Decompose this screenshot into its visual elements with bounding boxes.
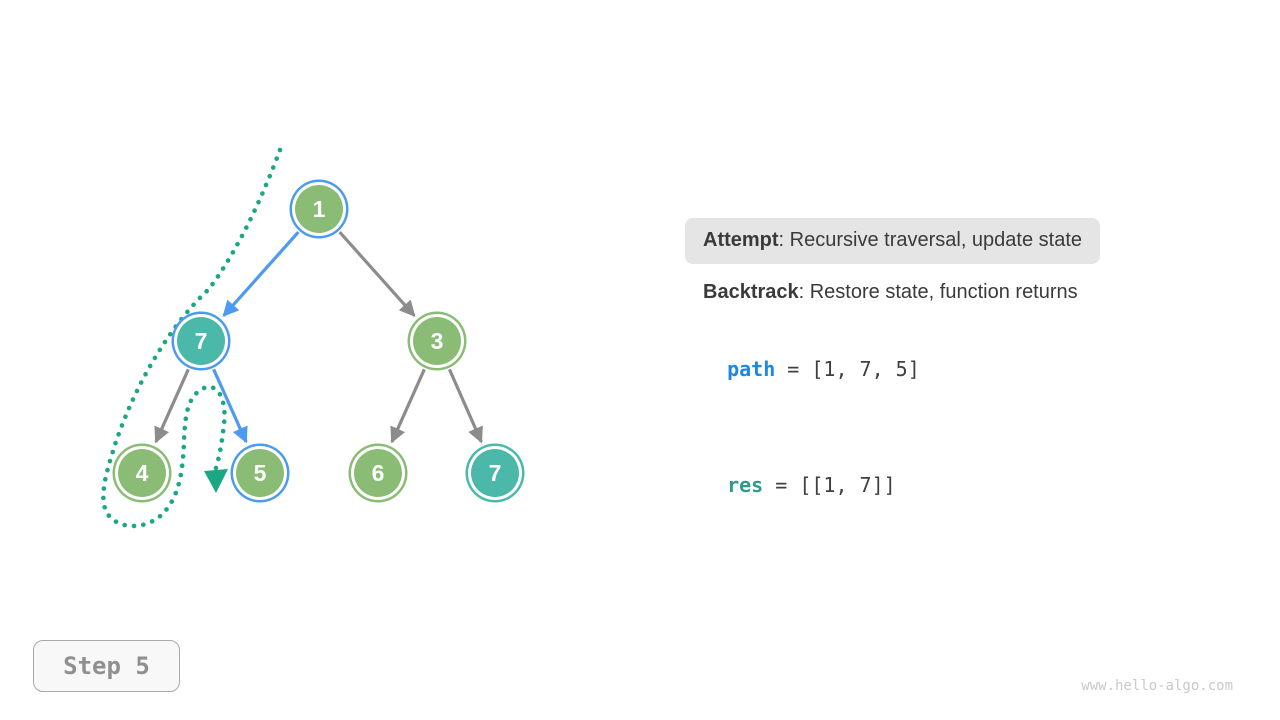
res-variable-name: res	[727, 473, 764, 497]
path-variable-value: = [1, 7, 5]	[775, 357, 920, 381]
tree-edge-n1-n3	[338, 231, 416, 317]
path-variable-name: path	[727, 357, 776, 381]
path-variable-line: path = [1, 7, 5]	[703, 333, 920, 381]
tree-node-n7l: 7	[177, 317, 225, 365]
backtrack-label: Backtrack	[703, 281, 799, 303]
backtrack-trail-arrowhead	[204, 469, 228, 493]
tree-edge-n1-n7l	[222, 231, 300, 317]
backtrack-text: : Restore state, function returns	[798, 281, 1078, 303]
watermark-url: www.hello-algo.com	[1081, 678, 1233, 694]
tree-node-n1: 1	[295, 185, 343, 233]
backtrack-note: Backtrack: Restore state, function retur…	[703, 281, 1078, 304]
tree-node-n4: 4	[118, 449, 166, 497]
res-variable-line: res = [[1, 7]]	[703, 449, 896, 497]
tree-edge-n3-n7r	[448, 368, 483, 444]
attempt-label: Attempt	[703, 229, 779, 251]
backtrack-trail-dotted-path	[101, 147, 283, 529]
tree-edge-n7l-n4	[154, 368, 190, 444]
tree-node-n3: 3	[413, 317, 461, 365]
step-indicator-label: Step 5	[63, 652, 150, 680]
tree-edge-n7l-n5	[212, 368, 248, 444]
attempt-text: : Recursive traversal, update state	[778, 229, 1083, 251]
tree-node-n6: 6	[354, 449, 402, 497]
tree-node-n5: 5	[236, 449, 284, 497]
tree-node-n7r: 7	[471, 449, 519, 497]
res-variable-value: = [[1, 7]]	[763, 473, 896, 497]
tree-edge-n3-n6	[390, 368, 426, 444]
tree-edges	[154, 231, 483, 444]
step-indicator-button[interactable]: Step 5	[33, 640, 180, 692]
attempt-note: Attempt: Recursive traversal, update sta…	[685, 218, 1101, 264]
